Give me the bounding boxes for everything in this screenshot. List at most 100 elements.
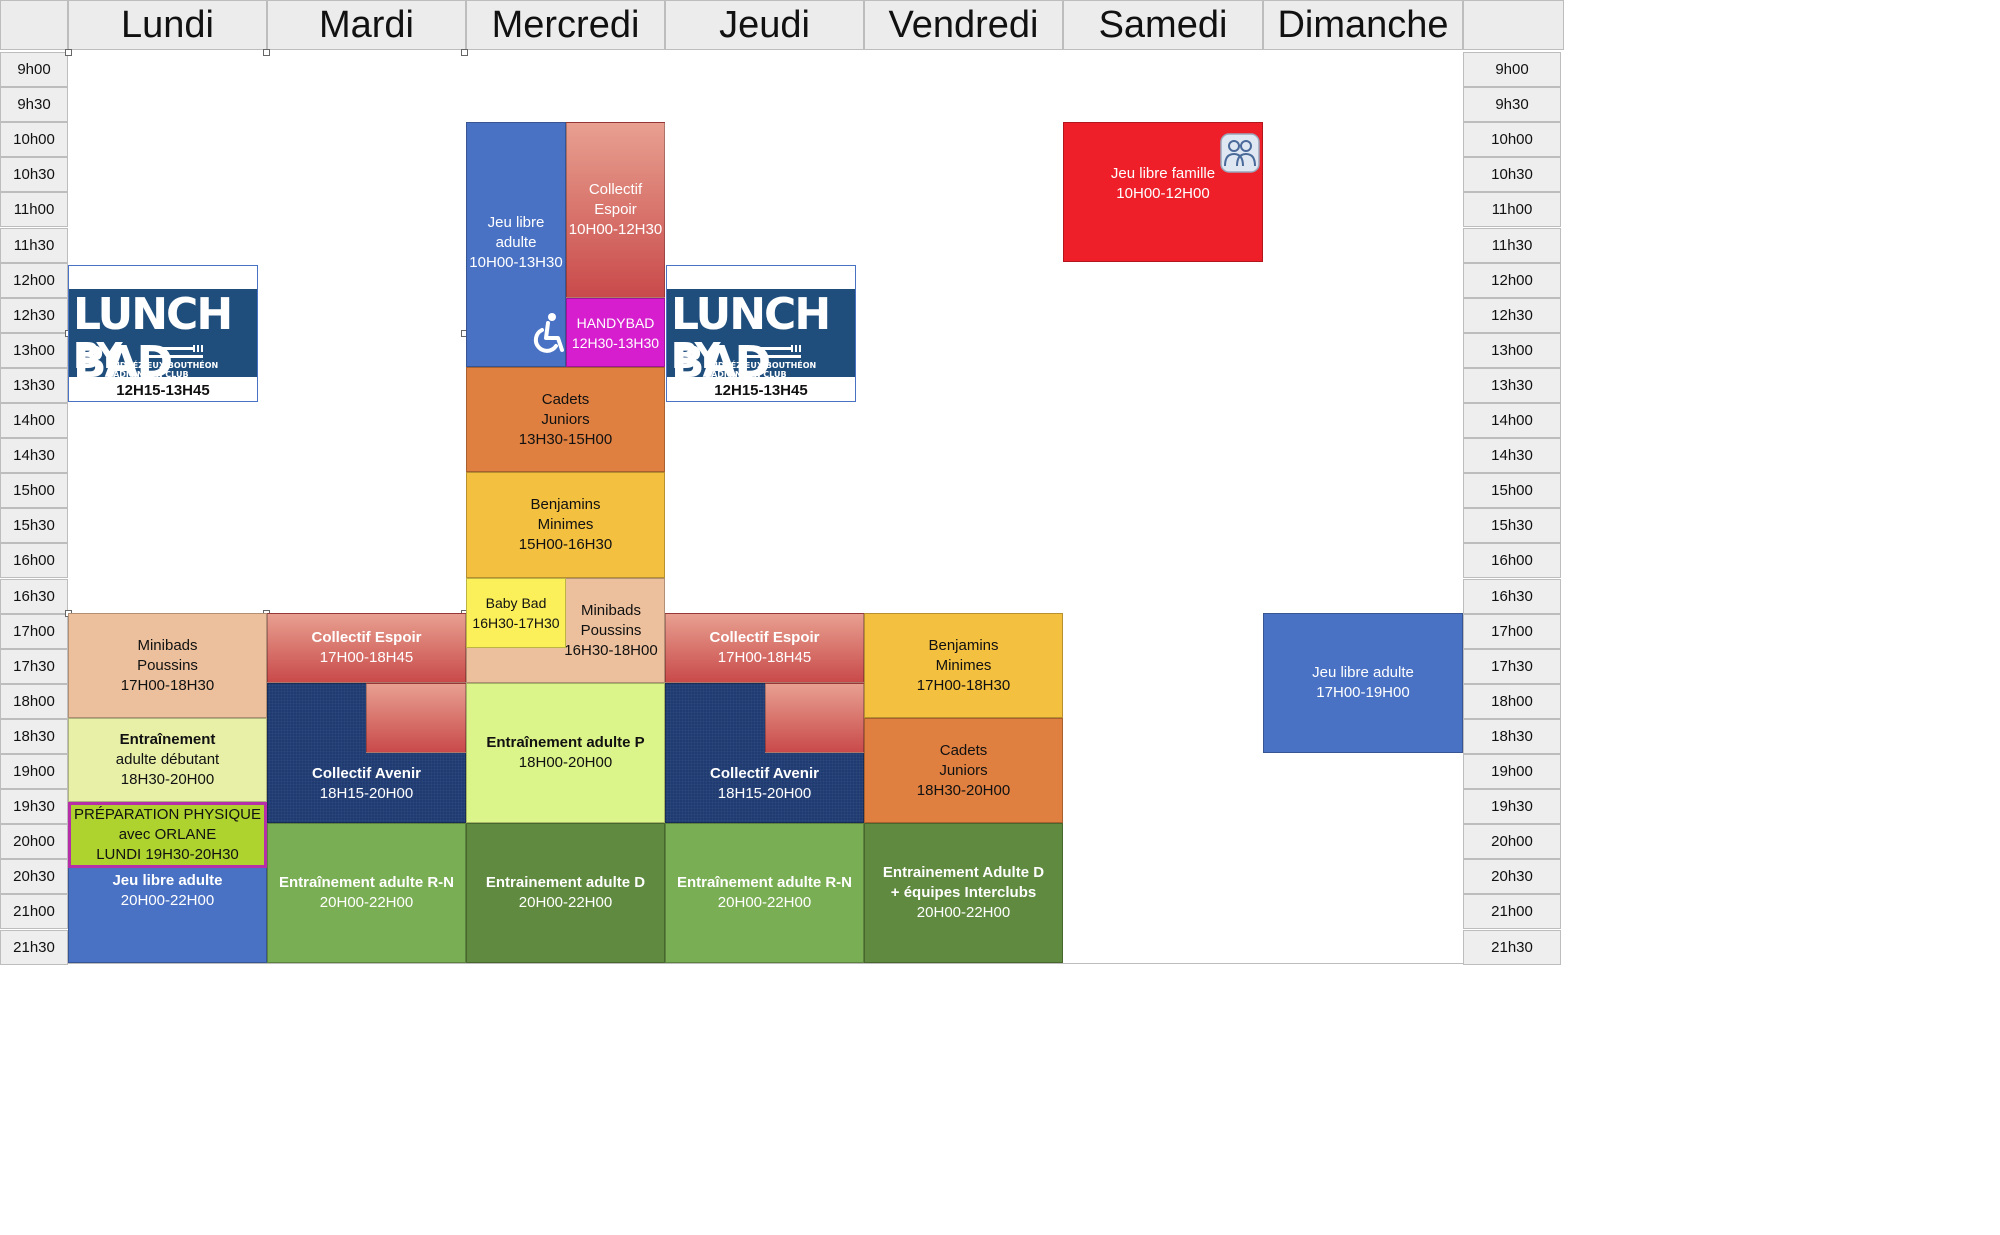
event-mar-collectif-espoir-overflow xyxy=(366,683,466,753)
time-label-left: 15h00 xyxy=(0,473,68,508)
event-mer-benjamins[interactable]: Benjamins Minimes 15H00-16H30 xyxy=(466,472,665,578)
time-label-left: 17h30 xyxy=(0,649,68,684)
time-label-right: 10h00 xyxy=(1463,122,1561,157)
event-mar-collectif-avenir[interactable]: Collectif Avenir 18H15-20H00 xyxy=(267,683,466,823)
event-line: Jeu libre adulte xyxy=(1312,664,1414,681)
wheelchair-icon xyxy=(533,313,564,353)
event-line: Collectif Espoir xyxy=(709,629,820,646)
event-line: PRÉPARATION PHYSIQUE xyxy=(74,806,261,823)
lunch-bad-by: BY xyxy=(671,336,721,377)
event-jeu-entrainement-rn[interactable]: Entraînement adulte R-N 20H00-22H00 xyxy=(665,823,864,963)
event-ven-benjamins[interactable]: Benjamins Minimes 17H00-18H30 xyxy=(864,613,1063,718)
event-mer-cadets[interactable]: Cadets Juniors 13H30-15H00 xyxy=(466,367,665,472)
selection-handle[interactable] xyxy=(263,49,270,56)
event-line: Entraînement adulte R-N xyxy=(278,874,455,891)
time-label-left: 20h00 xyxy=(0,824,68,859)
lunch-bad-logo: LUNCH BAD BY ANDRÉZIEUX-BOUTHÉON BADMINT… xyxy=(667,289,855,387)
event-line: Jeu libre famille xyxy=(1110,165,1216,182)
time-label-right: 19h00 xyxy=(1463,754,1561,789)
selection-handle[interactable] xyxy=(461,49,468,56)
time-label-left: 14h00 xyxy=(0,403,68,438)
event-line: 18H30-20H00 xyxy=(120,771,215,788)
lunch-bad-club: ANDRÉZIEUX-BOUTHÉON BADMINTON CLUB xyxy=(107,361,219,379)
event-line: Entraînement xyxy=(119,731,216,748)
time-label-right: 16h30 xyxy=(1463,579,1561,614)
time-label-right: 20h00 xyxy=(1463,824,1561,859)
event-line: 18H00-20H00 xyxy=(518,754,613,771)
time-label-left: 16h30 xyxy=(0,579,68,614)
lunch-bad-card-jeudi[interactable]: LUNCH BAD BY ANDRÉZIEUX-BOUTHÉON BADMINT… xyxy=(666,265,856,402)
event-line: 10H00-13H30 xyxy=(469,254,563,271)
event-line: HANDYBAD xyxy=(576,314,655,331)
time-label-right: 12h30 xyxy=(1463,298,1561,333)
day-header-mardi: Mardi xyxy=(267,0,466,50)
time-label-left: 10h00 xyxy=(0,122,68,157)
event-line: Entrainement Adulte D xyxy=(882,864,1045,881)
event-line: 17H00-18H45 xyxy=(717,649,812,666)
time-label-right: 13h30 xyxy=(1463,368,1561,403)
event-mer-handybad[interactable]: HANDYBAD 12H30-13H30 xyxy=(566,298,665,367)
time-label-right: 15h00 xyxy=(1463,473,1561,508)
event-line: Entraînement adulte P xyxy=(486,734,645,751)
time-label-left: 19h00 xyxy=(0,754,68,789)
lunch-bad-title: LUNCH BAD xyxy=(671,289,831,388)
day-header-vendredi: Vendredi xyxy=(864,0,1063,50)
time-label-left: 9h00 xyxy=(0,52,68,87)
event-mer-collectif-espoir[interactable]: Collectif Espoir 10H00-12H30 xyxy=(566,122,665,298)
event-line: 20H00-22H00 xyxy=(120,891,215,909)
time-label-left: 17h00 xyxy=(0,614,68,649)
time-label-right: 19h30 xyxy=(1463,789,1561,824)
event-line: LUNDI 19H30-20H30 xyxy=(96,846,239,863)
event-line: Cadets xyxy=(541,390,590,408)
time-label-right: 12h00 xyxy=(1463,263,1561,298)
event-lun-jeu-libre[interactable]: Jeu libre adulte 20H00-22H00 xyxy=(68,858,267,963)
event-mar-collectif-espoir[interactable]: Collectif Espoir 17H00-18H45 xyxy=(267,613,466,683)
lunch-bad-club: ANDRÉZIEUX-BOUTHÉON BADMINTON CLUB xyxy=(705,361,817,379)
event-lun-minibads[interactable]: Minibads Poussins 17H00-18H30 xyxy=(68,613,267,718)
event-ven-cadets[interactable]: Cadets Juniors 18H30-20H00 xyxy=(864,718,1063,823)
event-line: 17H00-18H30 xyxy=(120,676,215,694)
event-mer-entrainement-p[interactable]: Entraînement adulte P 18H00-20H00 xyxy=(466,683,665,823)
selection-handle[interactable] xyxy=(65,49,72,56)
event-line: Espoir xyxy=(594,201,637,218)
event-line: Jeu libre adulte xyxy=(112,871,223,889)
lunch-bad-card-lundi[interactable]: LUNCH BAD BY ANDRÉZIEUX-BOUTHÉON BADMINT… xyxy=(68,265,258,402)
event-lun-entrainement-debutant[interactable]: Entraînement adulte débutant 18H30-20H00 xyxy=(68,718,267,802)
event-line: Collectif Avenir xyxy=(710,765,819,782)
time-label-right: 11h30 xyxy=(1463,228,1561,263)
time-label-right: 13h00 xyxy=(1463,333,1561,368)
time-label-left: 11h00 xyxy=(0,192,68,227)
event-mer-baby-bad[interactable]: Baby Bad 16H30-17H30 xyxy=(466,578,566,648)
event-dim-jeu-libre[interactable]: Jeu libre adulte 17H00-19H00 xyxy=(1263,613,1463,753)
event-line: adulte xyxy=(495,234,537,251)
event-jeu-collectif-espoir[interactable]: Collectif Espoir 17H00-18H45 xyxy=(665,613,864,683)
time-label-right: 9h30 xyxy=(1463,87,1561,122)
day-header-samedi: Samedi xyxy=(1063,0,1263,50)
header-corner-left xyxy=(0,0,68,50)
time-label-right: 18h30 xyxy=(1463,719,1561,754)
event-line: 18H30-20H00 xyxy=(916,781,1011,799)
event-line: Minibads xyxy=(580,601,642,619)
lunch-bad-by: BY xyxy=(73,336,123,377)
event-line: 15H00-16H30 xyxy=(518,536,613,553)
event-line: Minibads xyxy=(137,636,198,654)
event-mar-entrainement-rn[interactable]: Entraînement adulte R-N 20H00-22H00 xyxy=(267,823,466,963)
event-line: 16H30-17H30 xyxy=(472,615,560,631)
event-line: Jeu libre xyxy=(487,214,545,231)
event-line: 20H00-22H00 xyxy=(518,894,613,911)
event-line: + équipes Interclubs xyxy=(890,884,1037,901)
event-mer-entrainement-d[interactable]: Entrainement adulte D 20H00-22H00 xyxy=(466,823,665,963)
time-label-left: 16h00 xyxy=(0,543,68,578)
time-label-right: 17h00 xyxy=(1463,614,1561,649)
fork-knife-icon xyxy=(143,345,203,358)
header-corner-right xyxy=(1463,0,1564,50)
time-label-left: 13h30 xyxy=(0,368,68,403)
event-line: 17H00-18H45 xyxy=(319,649,414,666)
event-lun-preparation-physique[interactable]: PRÉPARATION PHYSIQUE avec ORLANE LUNDI 1… xyxy=(68,802,267,868)
event-ven-entrainement-d[interactable]: Entrainement Adulte D + équipes Interclu… xyxy=(864,823,1063,963)
event-line: Poussins xyxy=(137,656,198,674)
time-label-left: 12h00 xyxy=(0,263,68,298)
event-line: Cadets xyxy=(939,741,988,759)
time-label-left: 13h00 xyxy=(0,333,68,368)
schedule-sheet: Lundi Mardi Mercredi Jeudi Vendredi Same… xyxy=(0,0,1564,965)
